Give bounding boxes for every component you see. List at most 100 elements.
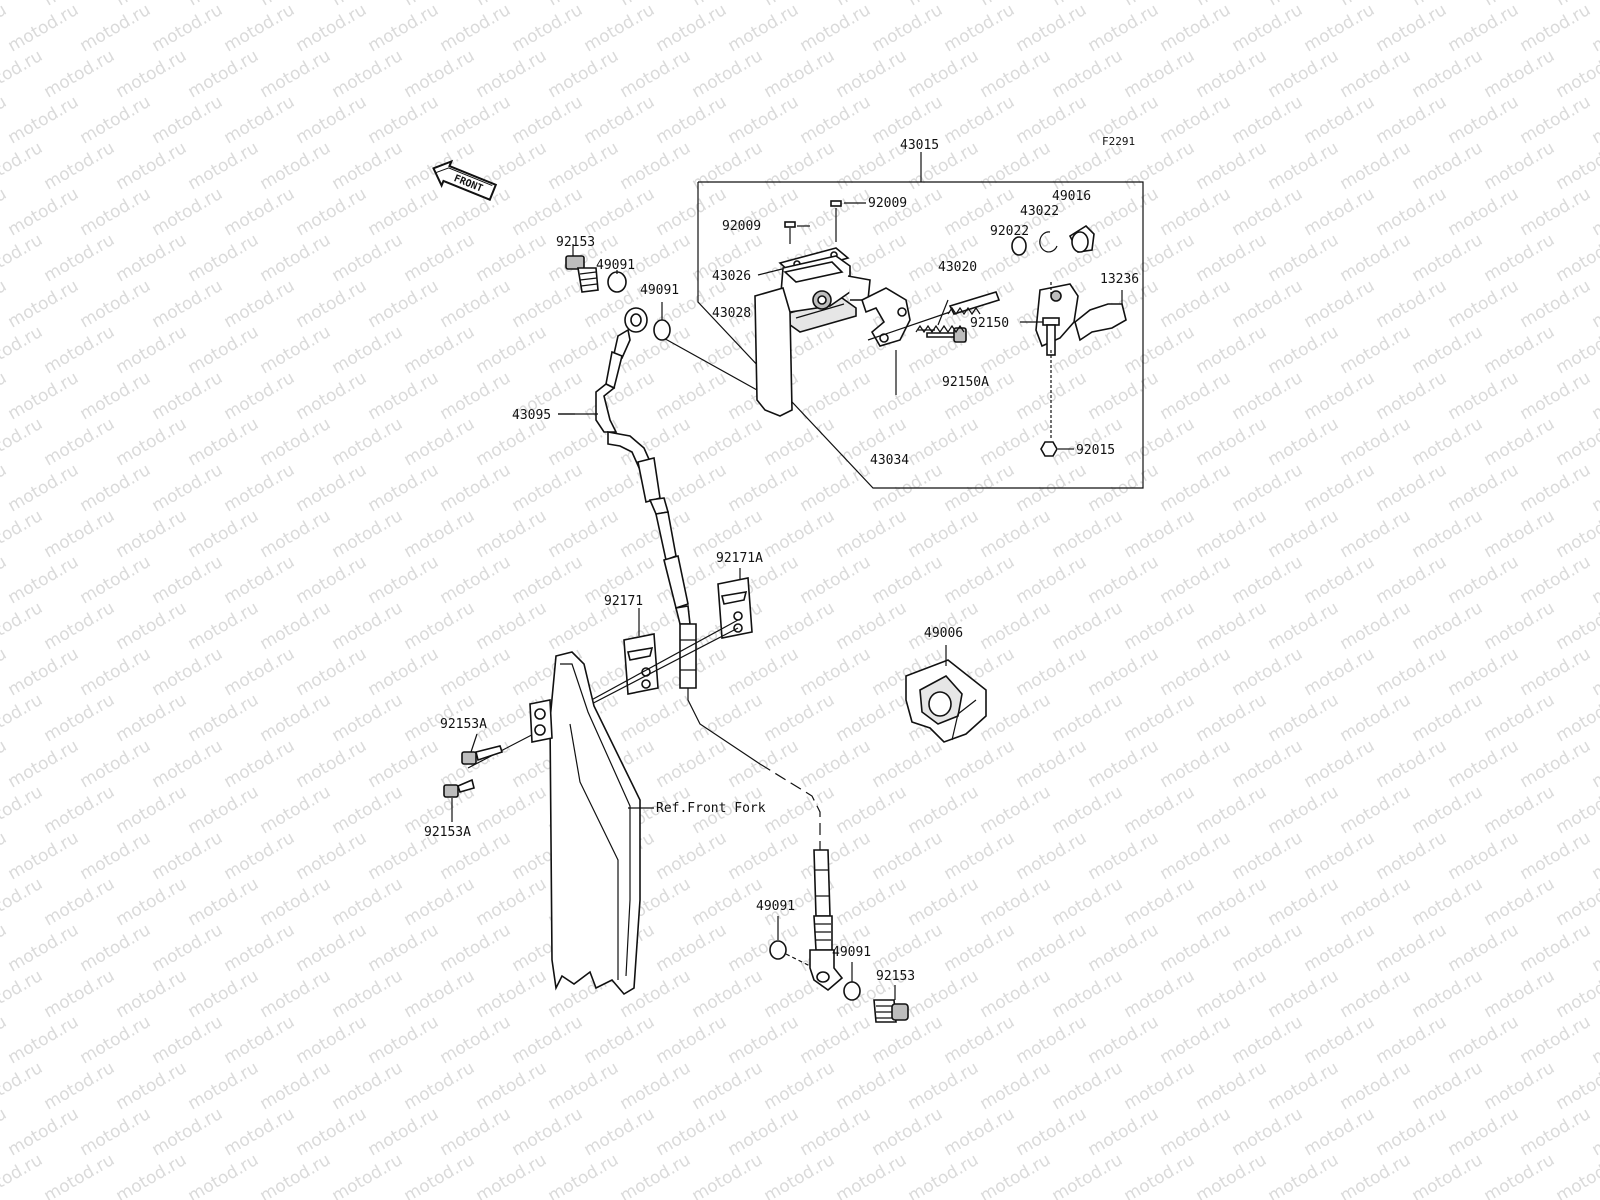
watermark-text: motod.ru bbox=[185, 138, 263, 194]
watermark-text: motod.ru bbox=[977, 0, 1055, 10]
watermark-text: motod.ru bbox=[1229, 920, 1307, 976]
watermark-text: motod.ru bbox=[77, 1104, 155, 1160]
watermark-text: motod.ru bbox=[1229, 0, 1307, 56]
washer-49091-a bbox=[607, 271, 627, 293]
watermark-text: motod.ru bbox=[257, 414, 335, 470]
watermark-text: motod.ru bbox=[545, 1058, 623, 1114]
watermark-text: motod.ru bbox=[113, 782, 191, 838]
watermark-text: motod.ru bbox=[1373, 276, 1451, 332]
watermark-text: motod.ru bbox=[401, 1058, 479, 1114]
watermark-text: motod.ru bbox=[761, 598, 839, 654]
watermark-text: motod.ru bbox=[1301, 552, 1379, 608]
watermark-text: motod.ru bbox=[329, 322, 407, 378]
watermark-text: motod.ru bbox=[293, 1012, 371, 1068]
watermark-text: motod.ru bbox=[1085, 184, 1163, 240]
watermark-text: motod.ru bbox=[365, 920, 443, 976]
watermark-text: motod.ru bbox=[1157, 368, 1235, 424]
watermark-text: motod.ru bbox=[1337, 138, 1415, 194]
watermark-text: motod.ru bbox=[1013, 1196, 1091, 1200]
watermark-text: motod.ru bbox=[1481, 46, 1559, 102]
watermark-text: motod.ru bbox=[869, 0, 947, 56]
watermark-text: motod.ru bbox=[617, 0, 695, 10]
watermark-text: motod.ru bbox=[365, 276, 443, 332]
watermark-text: motod.ru bbox=[1373, 1104, 1451, 1160]
watermark-text: motod.ru bbox=[41, 322, 119, 378]
watermark-text: motod.ru bbox=[41, 966, 119, 1022]
watermark-text: motod.ru bbox=[1409, 874, 1487, 930]
part-label-43020: 43020 bbox=[938, 260, 977, 275]
watermark-text: motod.ru bbox=[437, 1196, 515, 1200]
watermark-text: motod.ru bbox=[77, 644, 155, 700]
watermark-text: motod.ru bbox=[653, 92, 731, 148]
nut-92015 bbox=[1040, 350, 1074, 457]
watermark-text: motod.ru bbox=[473, 1058, 551, 1114]
watermark-text: motod.ru bbox=[5, 1196, 83, 1200]
watermark-text: motod.ru bbox=[761, 0, 839, 10]
watermark-text: motod.ru bbox=[1589, 460, 1600, 516]
clamp-92171 bbox=[623, 608, 659, 695]
watermark-text: motod.ru bbox=[1337, 0, 1415, 10]
watermark-text: motod.ru bbox=[473, 322, 551, 378]
watermark-text: motod.ru bbox=[365, 184, 443, 240]
watermark-text: motod.ru bbox=[365, 736, 443, 792]
watermark-text: motod.ru bbox=[653, 184, 731, 240]
watermark-text: motod.ru bbox=[1553, 46, 1600, 102]
watermark-text: motod.ru bbox=[977, 966, 1055, 1022]
watermark-text: motod.ru bbox=[1445, 460, 1523, 516]
clamp-43034 bbox=[861, 287, 911, 395]
watermark-text: motod.ru bbox=[437, 276, 515, 332]
watermark-text: motod.ru bbox=[977, 690, 1055, 746]
watermark-text: motod.ru bbox=[1409, 322, 1487, 378]
watermark-text: motod.ru bbox=[833, 690, 911, 746]
watermark-text: motod.ru bbox=[1193, 598, 1271, 654]
part-label-43026: 43026 bbox=[712, 269, 751, 284]
screw-92009-a bbox=[784, 221, 810, 244]
watermark-text: motod.ru bbox=[1121, 0, 1199, 10]
pivot-bolt-92150 bbox=[1020, 282, 1060, 356]
watermark-text: motod.ru bbox=[509, 552, 587, 608]
watermark-text: motod.ru bbox=[113, 138, 191, 194]
watermark-text: motod.ru bbox=[869, 368, 947, 424]
watermark-text: motod.ru bbox=[761, 138, 839, 194]
watermark-text: motod.ru bbox=[1517, 0, 1595, 56]
watermark-text: motod.ru bbox=[329, 46, 407, 102]
watermark-text: motod.ru bbox=[1121, 1150, 1199, 1200]
watermark-text: motod.ru bbox=[1517, 828, 1595, 884]
watermark-text: motod.ru bbox=[41, 506, 119, 562]
watermark-text: motod.ru bbox=[653, 828, 731, 884]
watermark-text: motod.ru bbox=[1445, 552, 1523, 608]
watermark-text: motod.ru bbox=[1481, 414, 1559, 470]
watermark-text: motod.ru bbox=[221, 1104, 299, 1160]
watermark-text: motod.ru bbox=[293, 552, 371, 608]
watermark-text: motod.ru bbox=[77, 460, 155, 516]
watermark-text: motod.ru bbox=[293, 184, 371, 240]
watermark-text: motod.ru bbox=[1517, 552, 1595, 608]
watermark-text: motod.ru bbox=[977, 46, 1055, 102]
watermark-text: motod.ru bbox=[1229, 184, 1307, 240]
watermark-text: motod.ru bbox=[1553, 690, 1600, 746]
watermark-text: motod.ru bbox=[509, 1104, 587, 1160]
watermark-text: motod.ru bbox=[797, 1104, 875, 1160]
watermark-text: motod.ru bbox=[689, 966, 767, 1022]
watermark-text: motod.ru bbox=[113, 230, 191, 286]
watermark-text: motod.ru bbox=[1301, 920, 1379, 976]
watermark-text: motod.ru bbox=[1265, 598, 1343, 654]
watermark-text: motod.ru bbox=[473, 598, 551, 654]
watermark-text: motod.ru bbox=[41, 0, 119, 10]
watermark-text: motod.ru bbox=[905, 1058, 983, 1114]
watermark-text: motod.ru bbox=[41, 46, 119, 102]
watermark-text: motod.ru bbox=[113, 690, 191, 746]
watermark-text: motod.ru bbox=[725, 92, 803, 148]
watermark-text: motod.ru bbox=[1265, 230, 1343, 286]
watermark-text: motod.ru bbox=[149, 552, 227, 608]
watermark-text: motod.ru bbox=[77, 368, 155, 424]
watermark-text: motod.ru bbox=[869, 1104, 947, 1160]
screw-92009-b bbox=[830, 200, 866, 242]
watermark-text: motod.ru bbox=[905, 414, 983, 470]
watermark-text: motod.ru bbox=[1121, 322, 1199, 378]
watermark-text: motod.ru bbox=[1553, 230, 1600, 286]
watermark-text: motod.ru bbox=[797, 368, 875, 424]
watermark-text: motod.ru bbox=[1085, 368, 1163, 424]
watermark-text: motod.ru bbox=[905, 874, 983, 930]
watermark-text: motod.ru bbox=[437, 1104, 515, 1160]
